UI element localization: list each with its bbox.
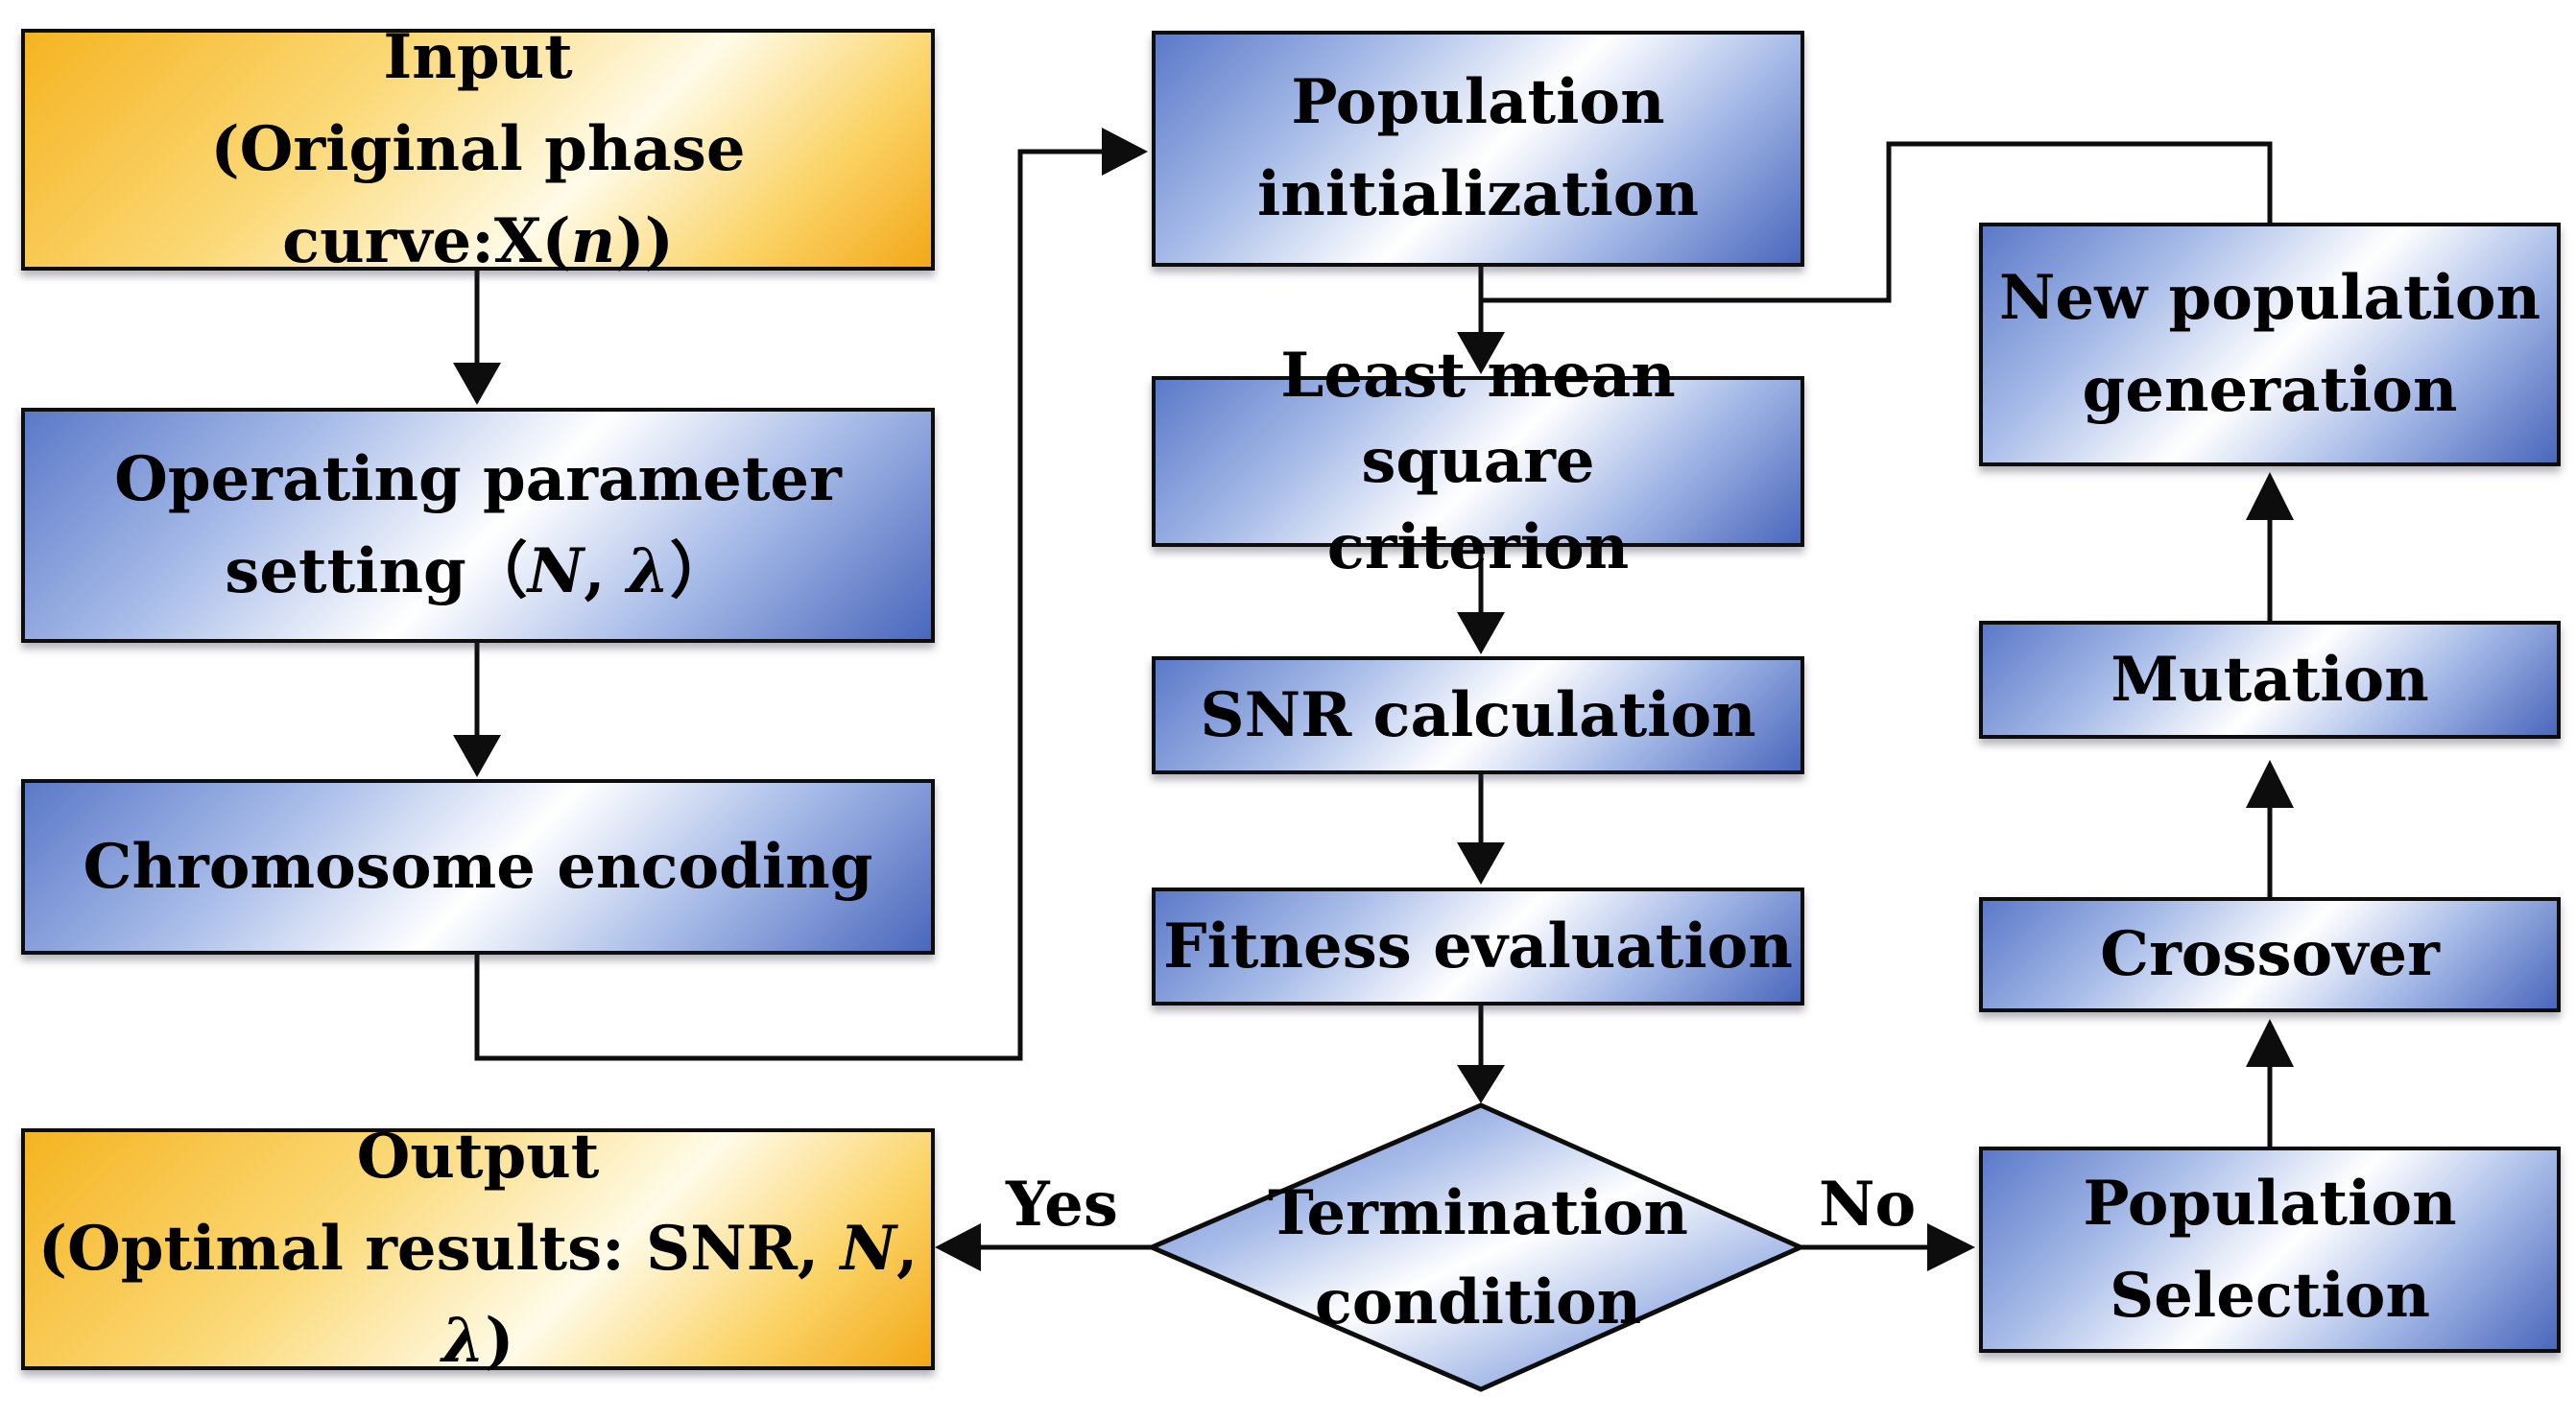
termination-diamond [1145,1102,1807,1392]
crossover-label: Crossover [2100,918,2440,990]
input-node: Input (Original phase curve:X(n)) [21,21,935,277]
chromosome-encoding-node: Chromosome encoding [21,779,935,955]
arrowhead-newpop [2246,472,2294,520]
snr-label: SNR calculation [1200,678,1756,751]
fitness-label: Fitness evaluation [1163,910,1793,982]
arrowhead-operating [453,363,501,405]
arrowhead-output [935,1223,981,1271]
operating-parameter-node: Operating parameter setting（N, λ） [21,408,935,643]
mutation-node: Mutation [1979,621,2561,739]
termination-condition-node: Termination condition [1152,1163,1804,1355]
mutation-label: Mutation [2111,643,2429,716]
arrowhead-termination [1457,1065,1505,1103]
arrowhead-mutation [2246,760,2294,808]
pop-init-line2: initialization [1256,158,1700,230]
output-node: Output (Optimal results: SNR, N, λ) [21,1121,935,1377]
crossover-node: Crossover [1979,897,2561,1012]
termination-line1: Termination [1268,1177,1688,1250]
snr-calculation-node: SNR calculation [1152,656,1804,774]
termination-line2: condition [1314,1266,1642,1338]
arrowhead-fitness [1457,842,1505,885]
operating-line2: setting（N, λ） [225,534,731,607]
output-line2: (Optimal results: SNR, N, λ) [37,1213,918,1377]
arrowhead-lms [1457,332,1505,374]
arrowhead-chromosome [453,735,501,777]
lms-line2: criterion [1326,510,1630,583]
population-initialization-node: Population initialization [1152,31,1804,267]
yes-label: Yes [1006,1169,1118,1241]
lms-line1: Least mean square [1280,339,1676,498]
input-line2: (Original phase curve:X(n)) [210,113,746,277]
output-line1: Output [356,1121,600,1193]
arrowhead-popinit [1102,128,1148,176]
selection-line2: Selection [2109,1259,2431,1332]
new-population-generation-node: New population generation [1979,223,2561,466]
population-selection-node: Population Selection [1979,1147,2561,1353]
edge-newpop-loop [1481,141,2273,303]
operating-line1: Operating parameter [114,442,842,515]
edge-chromosome-popinit [474,149,1104,1061]
no-label: No [1819,1169,1917,1241]
arrowhead-snr [1457,612,1505,654]
new-pop-line1: New population [1998,262,2541,334]
input-line1: Input [383,21,573,93]
pop-init-line1: Population [1291,66,1665,138]
selection-line1: Population [2083,1167,2457,1240]
new-pop-line2: generation [2082,354,2458,426]
least-mean-square-node: Least mean square criterion [1152,340,1804,583]
chromosome-label: Chromosome encoding [83,830,873,903]
arrowhead-crossover [2246,1019,2294,1067]
arrowhead-selection [1927,1223,1975,1271]
fitness-evaluation-node: Fitness evaluation [1152,888,1804,1006]
